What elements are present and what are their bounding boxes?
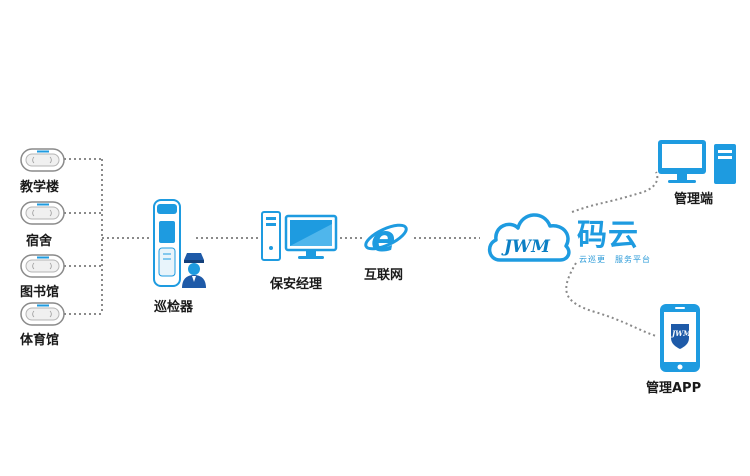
admin-app-node: JWM 管理APP	[646, 302, 726, 398]
smartphone-icon: JWM	[660, 304, 700, 372]
internet-node: e 互联网	[362, 214, 422, 286]
cloud-platform-node: JWM 码云 云巡更 服务平台	[484, 200, 656, 280]
rfid-tag-icon	[20, 201, 65, 225]
rfid-tag-icon	[20, 148, 65, 172]
rfid-tag-icon	[20, 254, 65, 278]
rfid-tag-icon	[20, 302, 65, 326]
security-manager-label: 保安经理	[270, 277, 323, 292]
patrol-device-icon	[153, 199, 206, 288]
location-label: 宿舍	[26, 234, 53, 249]
admin-computer-icon	[658, 140, 736, 184]
admin-app-label: 管理APP	[646, 381, 702, 396]
svg-text:JWM: JWM	[670, 329, 691, 338]
location-label: 教学楼	[20, 180, 60, 195]
line-cloud-to-admin-pc	[571, 171, 659, 213]
line-cloud-to-admin-app	[565, 262, 657, 337]
location-dormitory: 宿舍	[20, 201, 80, 249]
internet-explorer-icon: e	[364, 219, 408, 260]
inspector-node: 巡检器	[146, 196, 216, 316]
brand-name: 码云	[577, 218, 639, 253]
guard-icon	[182, 253, 206, 288]
desktop-computer-icon	[261, 211, 338, 261]
security-manager-node: 保安经理	[260, 210, 342, 294]
admin-pc-node: 管理端	[654, 138, 744, 208]
svg-text:e: e	[371, 219, 395, 258]
internet-label: 互联网	[364, 268, 404, 283]
location-gym: 体育馆	[20, 302, 80, 348]
cloud-logo-text: JWM	[501, 237, 551, 257]
location-label: 体育馆	[20, 333, 60, 348]
brand-tagline-right: 服务平台	[615, 255, 651, 264]
admin-pc-label: 管理端	[674, 192, 714, 207]
location-teaching-building: 教学楼	[20, 148, 80, 195]
app-shield-icon	[671, 324, 689, 349]
cloud-icon: JWM	[487, 213, 571, 262]
location-library: 图书馆	[20, 254, 80, 300]
location-label: 图书馆	[20, 285, 60, 300]
brand-tagline-left: 云巡更	[579, 255, 606, 264]
inspector-label: 巡检器	[154, 300, 194, 315]
